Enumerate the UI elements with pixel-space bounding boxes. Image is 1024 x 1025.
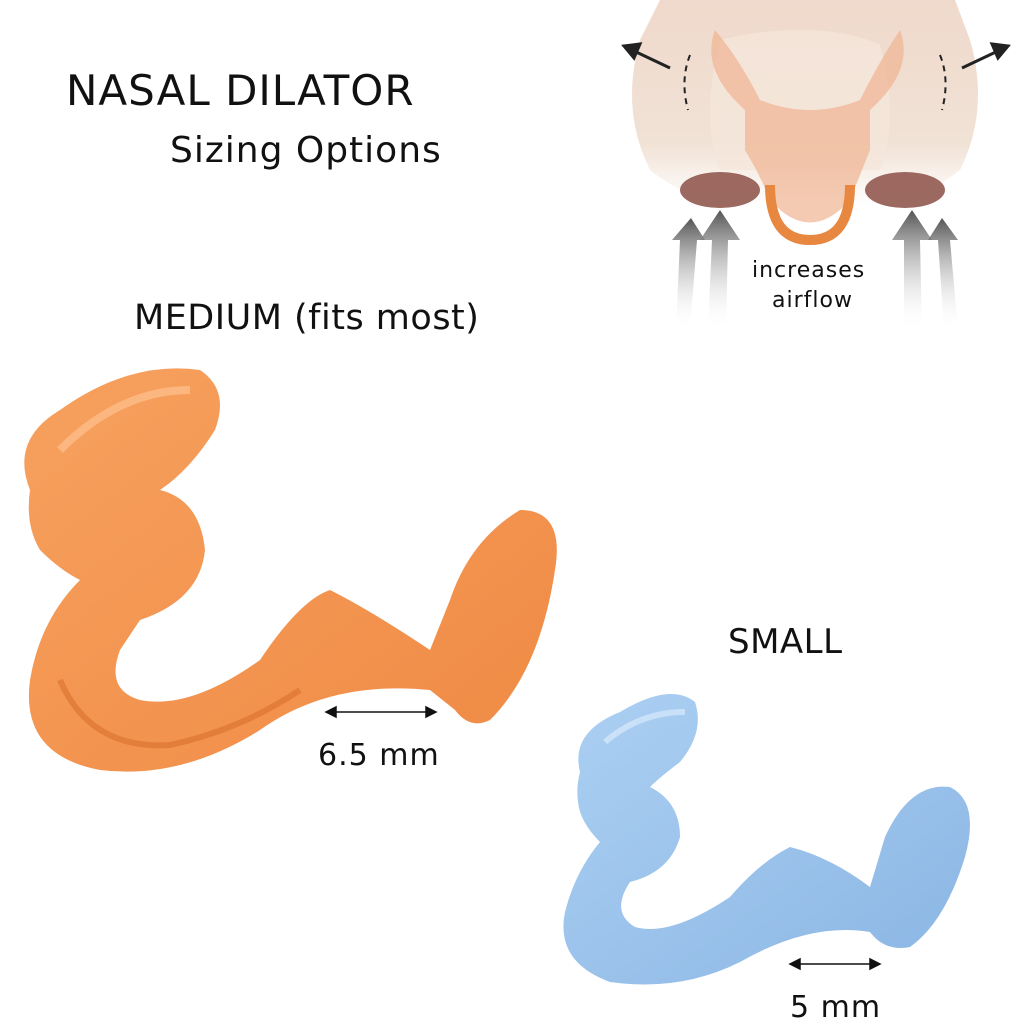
- small-dilator-body: [563, 694, 970, 985]
- left-nostril: [680, 172, 760, 208]
- medium-dilator-body: [24, 368, 557, 772]
- right-nostril: [865, 172, 945, 208]
- dilator-overlay: [711, 30, 904, 223]
- page-title: NASAL DILATOR: [66, 66, 415, 115]
- airflow-caption-line2: airflow: [772, 288, 853, 313]
- page-subtitle: Sizing Options: [170, 130, 442, 171]
- right-dashed-curve: [939, 54, 947, 111]
- medium-measure-arrow: [324, 705, 438, 719]
- left-dashed-curve: [683, 54, 691, 111]
- airflow-caption-line1: increases: [752, 258, 866, 283]
- nose-illustration: [621, 0, 1011, 330]
- small-measurement: 5 mm: [790, 990, 882, 1025]
- medium-dilator-image: [24, 368, 557, 772]
- medium-dilator-highlight: [57, 386, 191, 453]
- medium-dilator-shadow: [57, 678, 302, 749]
- dilator-ring: [765, 184, 855, 246]
- small-measure-arrow: [788, 957, 882, 971]
- outward-arrow-right: [961, 42, 1011, 70]
- medium-measurement: 6.5 mm: [318, 738, 440, 773]
- small-size-label: SMALL: [728, 622, 843, 662]
- medium-size-label: MEDIUM (fits most): [134, 298, 480, 338]
- small-dilator-image: [563, 694, 970, 985]
- airflow-arrows: [672, 210, 958, 330]
- outward-arrow-left: [621, 42, 671, 70]
- small-dilator-highlight: [603, 709, 686, 745]
